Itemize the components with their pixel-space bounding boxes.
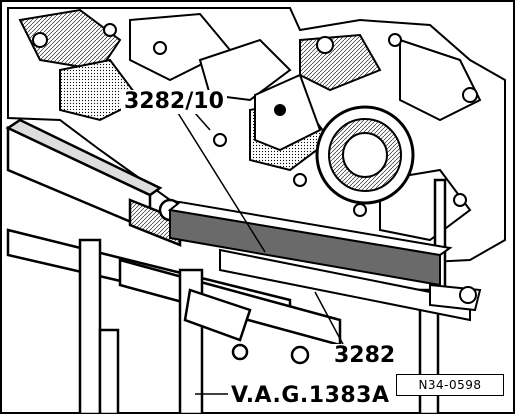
leader-3282-10: [177, 112, 266, 253]
callout-3282-10: 3282/10: [121, 90, 227, 114]
engine-block: [7, 7, 506, 264]
support-bar-3282: [167, 200, 482, 322]
leader-lines: [177, 112, 346, 395]
reference-code-box: N34-0598: [396, 374, 504, 396]
callout-3282: 3282: [331, 344, 399, 368]
leader-3282-10-b: [194, 112, 211, 131]
assembly-stand: [5, 118, 447, 414]
leader-3282: [314, 291, 346, 349]
callout-vag-1383a: V.A.G.1383A: [228, 384, 393, 408]
reference-code: N34-0598: [418, 378, 482, 392]
